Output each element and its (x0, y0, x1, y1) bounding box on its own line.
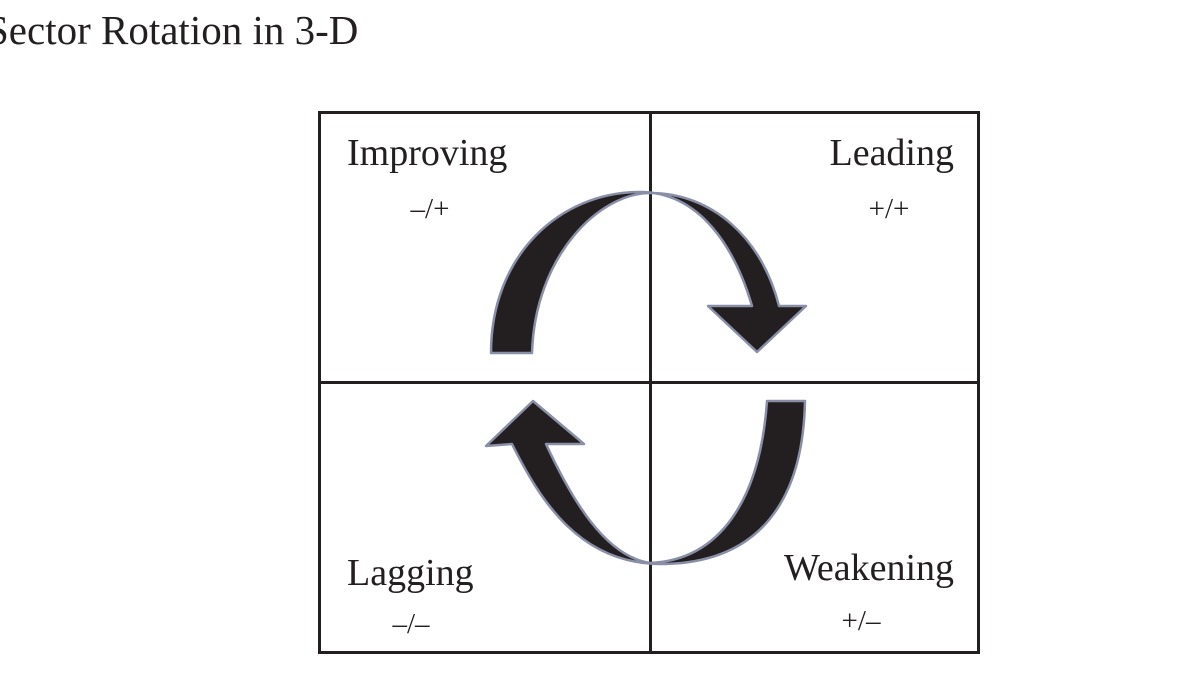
quadrant-sign-leading: +/+ (869, 193, 910, 225)
rotation-arrow-top (489, 190, 808, 355)
quadrant-sign-improving: –/+ (410, 193, 450, 225)
quadrant-label-weakening: Weakening (784, 547, 954, 589)
quadrant-label-leading: Leading (829, 132, 954, 174)
quadrant-sign-weakening: +/– (842, 605, 881, 637)
quadrant-sign-lagging: –/– (391, 608, 430, 640)
quadrant-label-improving: Improving (347, 132, 507, 174)
page-title: Sector Rotation in 3-D (0, 7, 359, 53)
quadrant-label-lagging: Lagging (347, 552, 474, 594)
rotation-arrow-bottom (484, 399, 807, 566)
